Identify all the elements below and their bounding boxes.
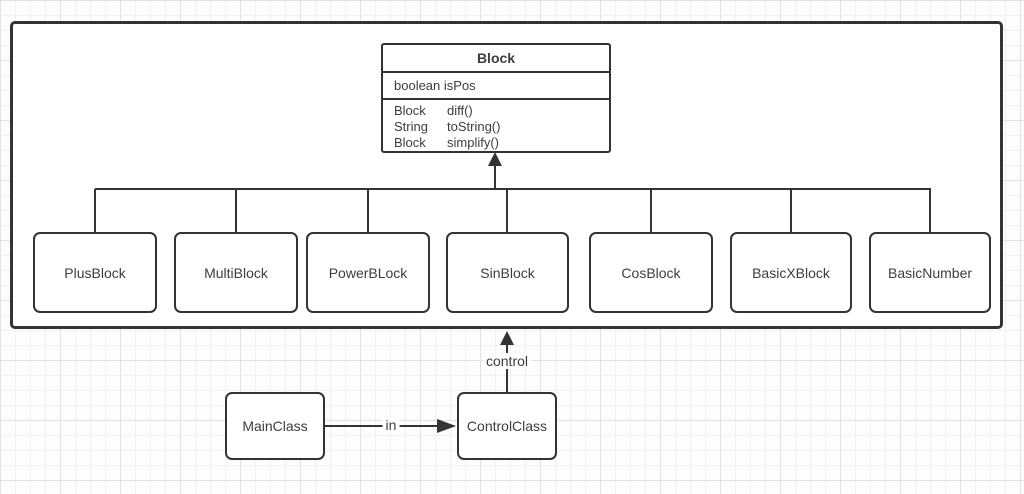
class-box-plusblock[interactable]: PlusBlock [33,232,157,313]
class-label: ControlClass [466,418,548,434]
in-arrow-head-icon [437,419,456,433]
class-label: BasicXBlock [752,264,830,281]
block-class-attribute: boolean isPos [383,73,609,100]
class-box-cosblock[interactable]: CosBlock [589,232,713,313]
class-label: MultiBlock [204,264,268,281]
class-box-multiblock[interactable]: MultiBlock [174,232,298,313]
control-edge-label: control [482,353,532,369]
class-label: PlusBlock [64,264,126,281]
class-label: BasicNumber [887,264,973,281]
tree-stub-basicnumber[interactable] [929,189,931,232]
class-label: MainClass [242,418,308,434]
in-arrow-shaft[interactable] [325,425,438,427]
inheritance-arrow-shaft[interactable] [494,164,496,189]
in-edge-label: in [382,417,400,433]
tree-stub-basicxblock[interactable] [790,189,792,232]
tree-stub-multiblock[interactable] [235,189,237,232]
class-box-basicxblock[interactable]: BasicXBlock [730,232,852,313]
class-label: PowerBLock [328,264,408,281]
tree-stub-plusblock[interactable] [94,189,96,232]
class-label: SinBlock [480,264,535,281]
block-class-title: Block [383,45,609,73]
class-box-controlclass[interactable]: ControlClass [457,392,557,460]
tree-stub-powerblock[interactable] [367,189,369,232]
class-box-powerblock[interactable]: PowerBLock [306,232,430,313]
class-box-mainclass[interactable]: MainClass [225,392,325,460]
class-label: CosBlock [621,264,681,281]
tree-stub-sinblock[interactable] [506,189,508,232]
class-box-basicnumber[interactable]: BasicNumber [869,232,991,313]
class-box-sinblock[interactable]: SinBlock [446,232,569,313]
inheritance-arrow-head-icon [488,152,502,166]
tree-horizontal-line[interactable] [95,188,931,190]
tree-stub-cosblock[interactable] [650,189,652,232]
control-arrow-head-icon [500,331,514,345]
